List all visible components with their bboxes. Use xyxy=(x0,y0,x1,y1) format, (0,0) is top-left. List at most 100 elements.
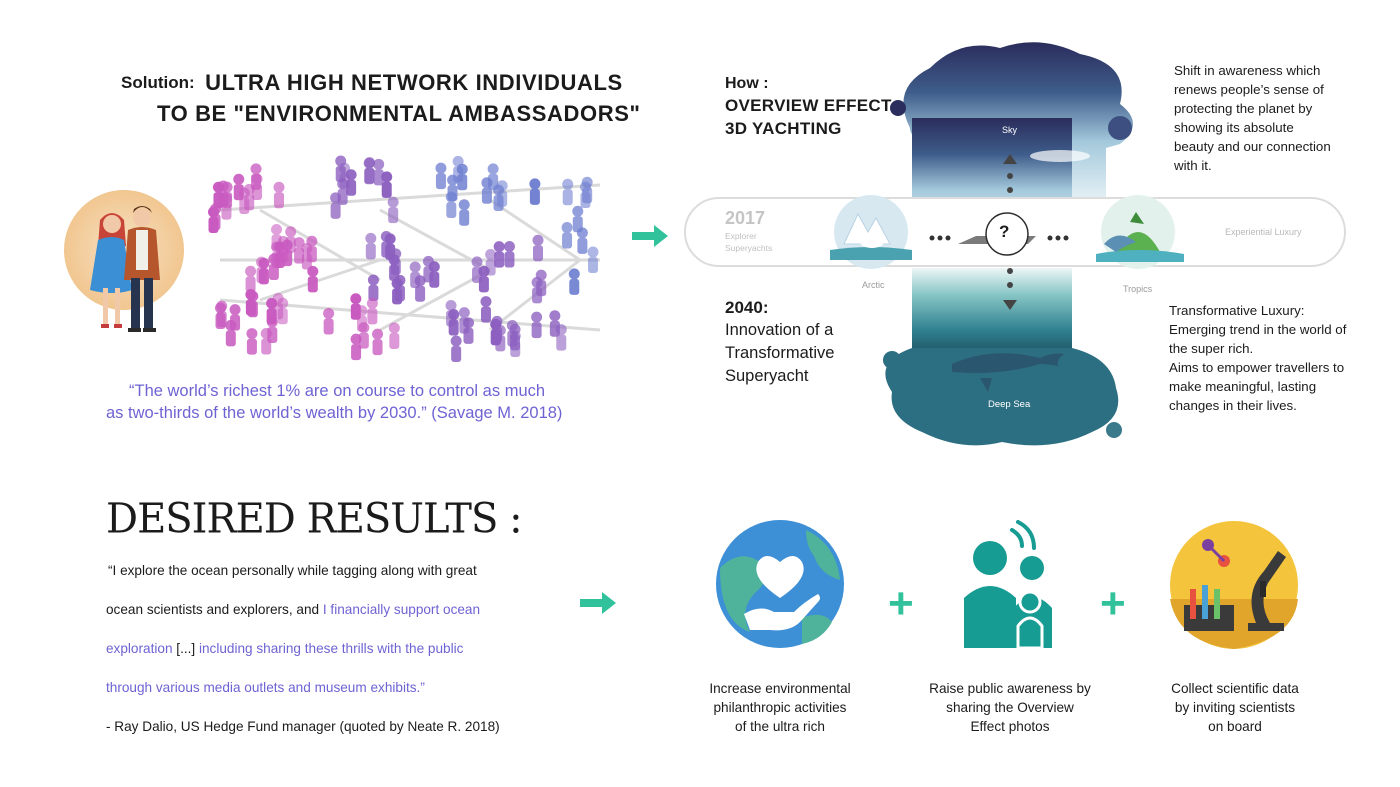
luxury-line: Emerging trend in the world of xyxy=(1169,322,1347,337)
person-figure xyxy=(225,319,237,347)
luxury-line: make meaningful, lasting xyxy=(1169,379,1317,394)
caption-line: on board xyxy=(1208,719,1262,734)
luxury-line: changes in their lives. xyxy=(1169,398,1297,413)
solution-label: Solution: xyxy=(121,73,195,92)
person-figure xyxy=(503,240,515,268)
person-figure xyxy=(271,241,283,268)
person-figure xyxy=(258,257,270,285)
luxury-paragraph: Transformative Luxury: Emerging trend in… xyxy=(1169,301,1346,415)
caption-line: Effect photos xyxy=(970,719,1050,734)
microscope-lab-icon xyxy=(1170,521,1298,649)
network-line xyxy=(259,208,381,282)
yacht-question-icon xyxy=(929,212,1069,256)
wealth-quote-line2: as two-thirds of the world’s wealth by 2… xyxy=(106,404,563,422)
dalio-quote-attribution: - Ray Dalio, US Hedge Fund manager (quot… xyxy=(106,719,500,734)
person-figure xyxy=(373,158,385,186)
solution-heading-line1: Solution: ULTRA HIGH NETWORK INDIVIDUALS xyxy=(121,70,623,96)
desired-results-title: DESIRED RESULTS : xyxy=(106,495,523,543)
shift-line: protecting the planet by xyxy=(1174,101,1313,116)
person-figure xyxy=(471,256,483,283)
person-figure xyxy=(587,246,599,274)
luxury-line: the super rich. xyxy=(1169,341,1254,356)
person-figure xyxy=(428,261,440,288)
caption-line: of the ultra rich xyxy=(735,719,825,734)
person-figure xyxy=(356,305,368,332)
arrow-right-icon xyxy=(632,225,668,247)
dalio-quote-highlight: exploration xyxy=(106,641,173,656)
person-figure xyxy=(363,157,375,185)
person-figure xyxy=(246,328,258,355)
network-line xyxy=(379,268,491,332)
network-line xyxy=(379,208,491,272)
result-caption-1: Increase environmental philanthropic act… xyxy=(700,679,860,736)
person-figure xyxy=(260,327,272,355)
person-figure xyxy=(245,265,257,293)
person-figure xyxy=(531,311,543,339)
person-figure xyxy=(532,234,544,262)
person-figure xyxy=(561,222,573,249)
arctic-label: Arctic xyxy=(862,280,885,290)
caption-line: philanthropic activities xyxy=(713,700,847,715)
person-figure xyxy=(562,178,574,206)
shift-line: renews people’s sense of xyxy=(1174,82,1324,97)
shift-line: with it. xyxy=(1174,158,1212,173)
person-figure xyxy=(251,173,263,201)
dalio-quote-highlight: I financially support ocean xyxy=(322,602,481,617)
person-figure xyxy=(450,335,462,363)
person-figure xyxy=(217,180,229,207)
person-figure xyxy=(462,317,474,344)
pill-year: 2017 xyxy=(725,208,766,228)
how-label: How : xyxy=(725,75,769,92)
person-figure xyxy=(458,199,470,226)
person-figure xyxy=(435,162,447,190)
pill-subtitle-2: Superyachts xyxy=(725,243,773,253)
heart-hand-globe-icon xyxy=(716,520,844,648)
person-figure xyxy=(330,192,342,219)
person-figure xyxy=(387,196,399,224)
shift-line: showing its absolute xyxy=(1174,120,1294,135)
dalio-quote-highlight: including sharing these thrills with the… xyxy=(198,641,464,656)
dalio-quote-line3: exploration [...] including sharing thes… xyxy=(106,641,463,656)
person-figure xyxy=(366,297,378,325)
caption-line: sharing the Overview xyxy=(946,700,1074,715)
caption-line: Increase environmental xyxy=(709,681,851,696)
caption-line: Raise public awareness by xyxy=(929,681,1091,696)
arctic-scene-icon xyxy=(830,195,912,269)
people-network-illustration xyxy=(208,155,601,363)
result-caption-3: Collect scientific data by inviting scie… xyxy=(1160,679,1310,736)
person-figure xyxy=(306,235,318,263)
plus-icon: + xyxy=(1100,579,1126,628)
person-figure xyxy=(233,173,245,201)
person-figure xyxy=(273,181,285,209)
person-figure xyxy=(381,171,393,198)
shift-paragraph: Shift in awareness which renews people’s… xyxy=(1174,61,1331,175)
person-figure xyxy=(243,183,255,211)
caption-line: Collect scientific data xyxy=(1171,681,1299,696)
arrow-up-dots-icon xyxy=(1003,154,1017,193)
tropics-scene-icon xyxy=(1096,195,1184,269)
person-figure xyxy=(372,328,384,356)
person-figure xyxy=(350,333,362,361)
people-sharing-icon xyxy=(964,520,1052,650)
person-figure xyxy=(272,292,284,320)
person-figure xyxy=(380,230,392,258)
dalio-quote-line2: ocean scientists and explorers, and I fi… xyxy=(106,602,480,617)
pill-subtitle-1: Explorer xyxy=(725,231,757,241)
solution-title-line2: TO BE "ENVIRONMENTAL AMBASSADORS" xyxy=(157,101,641,126)
person-figure xyxy=(509,330,521,357)
how-line2: 3D YACHTING xyxy=(725,119,842,138)
question-mark: ? xyxy=(999,222,1010,241)
arrow-right-icon xyxy=(580,592,616,614)
shift-line: Shift in awareness which xyxy=(1174,63,1321,78)
dalio-quote-text: [...] xyxy=(172,641,199,656)
person-figure xyxy=(480,296,492,323)
person-figure xyxy=(208,206,220,233)
dalio-quote-line4: through various media outlets and museum… xyxy=(106,680,425,695)
person-figure xyxy=(388,322,400,349)
person-figure xyxy=(576,227,588,254)
person-figure xyxy=(247,290,259,318)
person-figure xyxy=(388,254,400,281)
person-figure xyxy=(491,315,503,343)
result-caption-2: Raise public awareness by sharing the Ov… xyxy=(925,679,1095,736)
person-figure xyxy=(529,178,541,205)
